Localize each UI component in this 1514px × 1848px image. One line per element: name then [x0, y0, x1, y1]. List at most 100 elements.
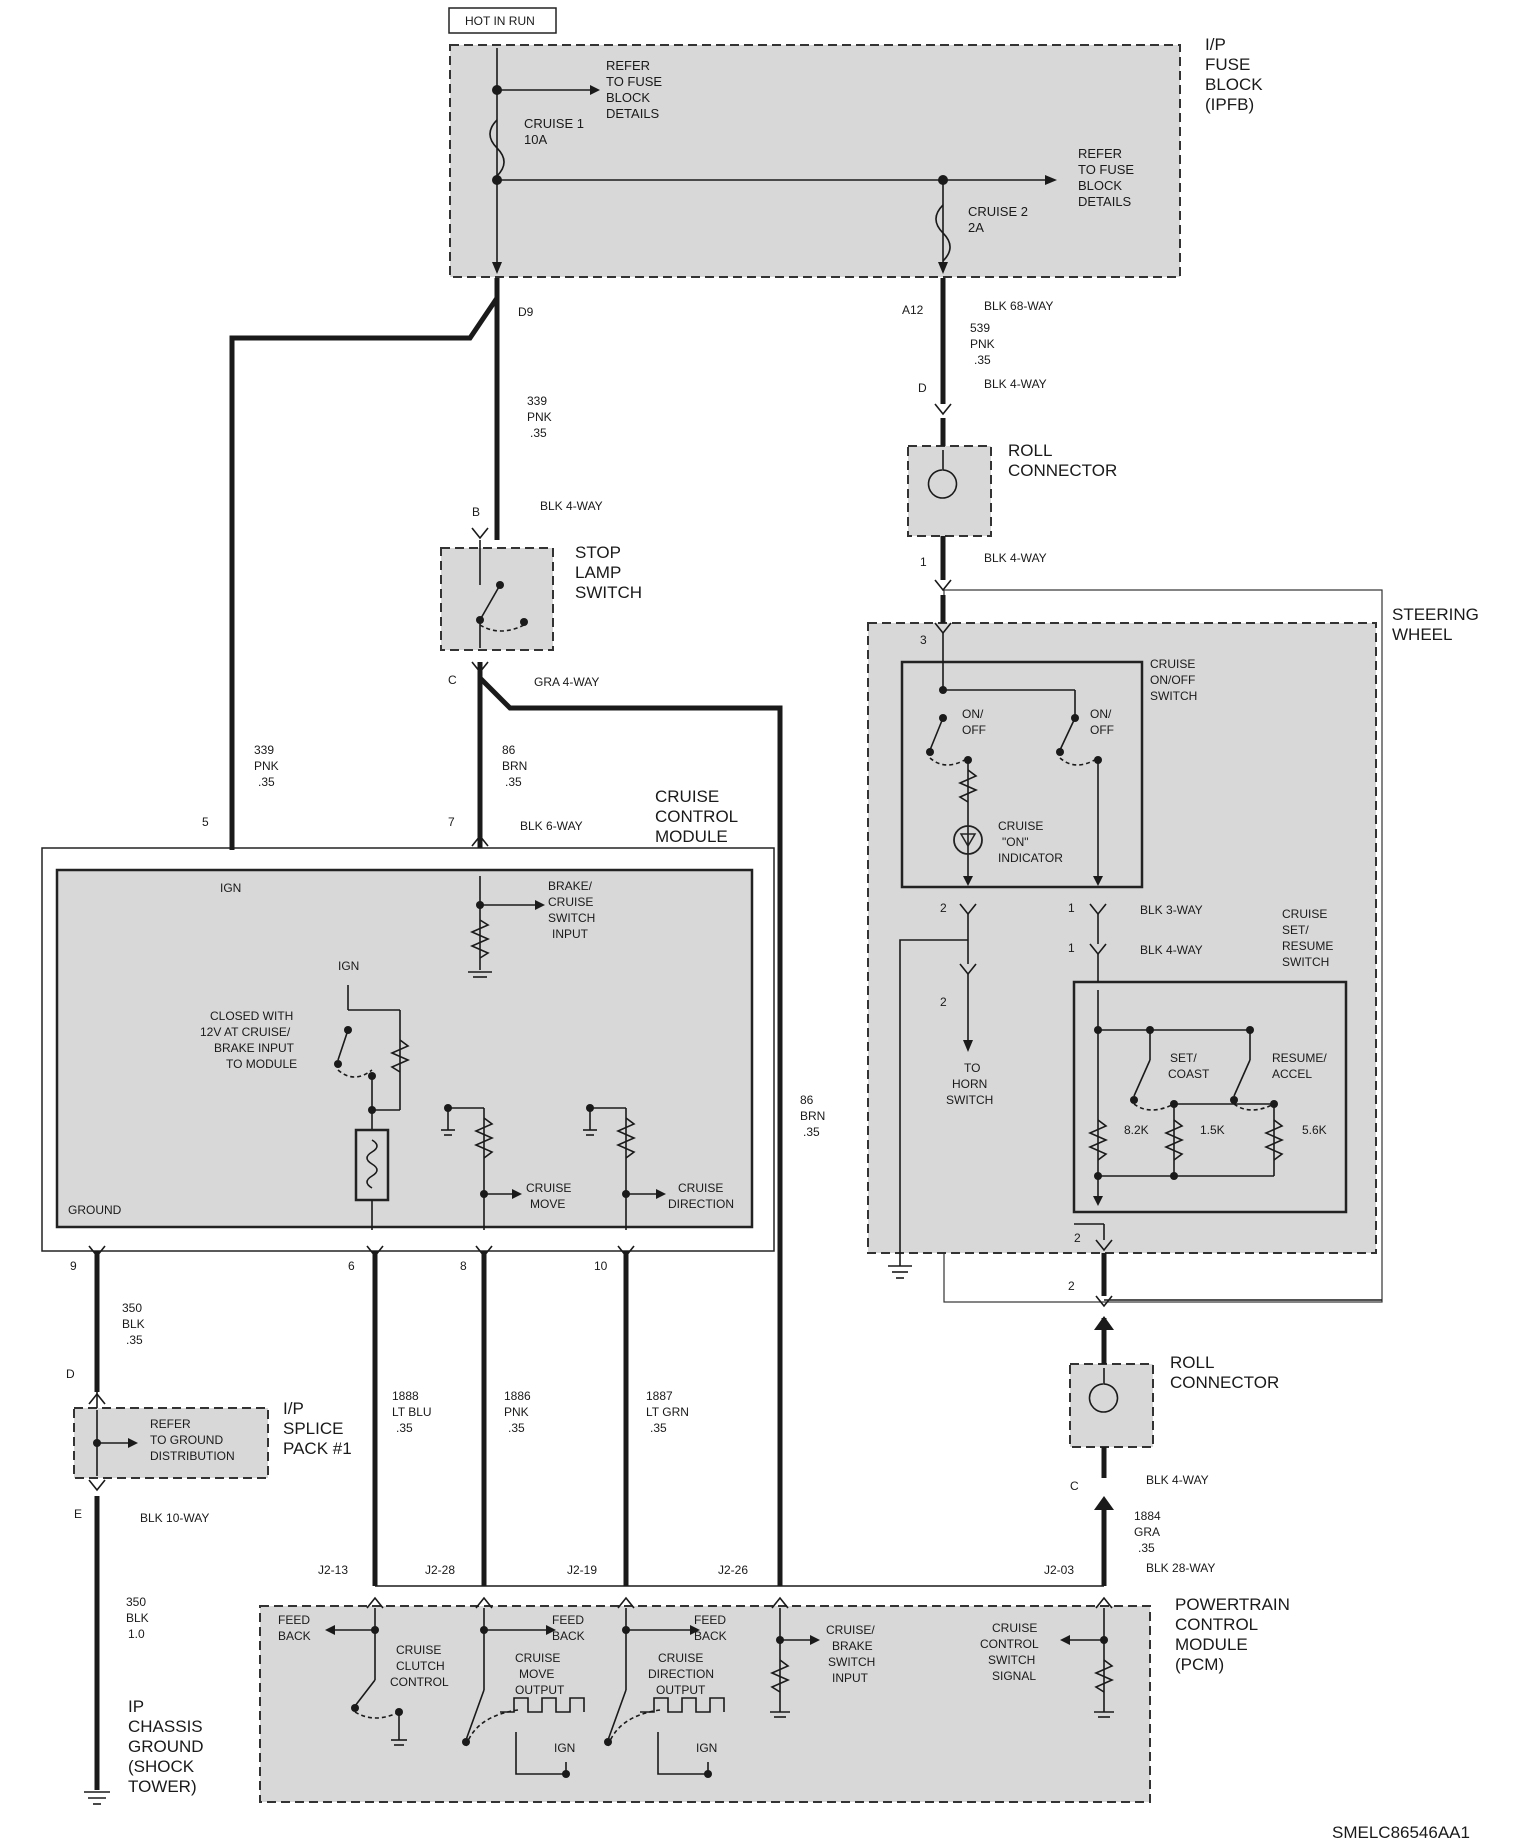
- fuse-block-internals: [489, 48, 1057, 274]
- splice-pin-e: E: [74, 1507, 82, 1521]
- hot-in-run-tag: [448, 7, 557, 34]
- pcm-pin-j2-26: J2-26: [718, 1563, 748, 1577]
- stop-conn-b: BLK 4-WAY: [540, 499, 603, 513]
- onoff-switch-box: [900, 660, 1144, 889]
- roll-top-pin-d: D: [918, 381, 927, 395]
- stop-lamp-switch-symbol: [471, 527, 528, 674]
- roll-bottom-conn: BLK 4-WAY: [1146, 1473, 1209, 1487]
- indicator-label: CRUISE"ON"INDICATOR: [998, 819, 1063, 865]
- roll-connector-top-symbol: [927, 403, 958, 592]
- pcm-pin-j2-19: J2-19: [567, 1563, 597, 1577]
- ccm-pin-10: 10: [594, 1259, 608, 1273]
- steering-wheel-box: [867, 622, 1377, 1254]
- cruise-control-module-box: [55, 868, 754, 1229]
- roll-top-pin-1: 1: [920, 555, 927, 569]
- stop-lamp-switch-box: [440, 547, 554, 651]
- stop-pin-b: B: [472, 505, 480, 519]
- roll-top-conn-d: BLK 4-WAY: [984, 377, 1047, 391]
- fuse-block-box: [449, 44, 1181, 278]
- ccm-ground: GROUND: [68, 1203, 122, 1217]
- res-82k: 8.2K: [1124, 1123, 1149, 1137]
- ccm-pin-7: 7: [448, 815, 455, 829]
- pcm-pin-j2-13: J2-13: [318, 1563, 348, 1577]
- fuse-conn-68way: BLK 68-WAY: [984, 299, 1053, 313]
- ccm-pin-8: 8: [460, 1259, 467, 1273]
- res-56k: 5.6K: [1302, 1123, 1327, 1137]
- roll-connector-bottom-symbol: [1088, 1316, 1119, 1510]
- onoff-a: ON/OFF: [962, 707, 986, 737]
- roll-bottom-pin-c: C: [1070, 1479, 1079, 1493]
- footer-code: SMELC86546AA1: [1332, 1823, 1470, 1842]
- steer-pin-2a: 2: [940, 901, 947, 915]
- steering-pin-3: 3: [920, 633, 927, 647]
- ccm-ign: IGN: [220, 881, 241, 895]
- ccm-internals: [88, 834, 666, 1258]
- roll-top-conn-1: BLK 4-WAY: [984, 551, 1047, 565]
- res-15k: 1.5K: [1200, 1123, 1225, 1137]
- steer-pin-2c: 2: [1074, 1231, 1081, 1245]
- pcm-conn: BLK 28-WAY: [1146, 1561, 1215, 1575]
- chassis-ground-icon: [84, 1791, 110, 1805]
- ccm-pin-9: 9: [70, 1259, 77, 1273]
- pcm-ign-b: IGN: [696, 1741, 717, 1755]
- pcm-ign-a: IGN: [554, 1741, 575, 1755]
- steer-conn-4way: BLK 4-WAY: [1140, 943, 1203, 957]
- set-resume-switch-box: [1072, 980, 1348, 1214]
- steer-pin-2b: 2: [940, 995, 947, 1009]
- set-coast: SET/COAST: [1168, 1051, 1210, 1081]
- pin-a12: A12: [902, 303, 924, 317]
- splice-pin-d: D: [66, 1367, 75, 1381]
- roll-connector-bottom-box: [1069, 1363, 1154, 1448]
- ccm-pin-6: 6: [348, 1259, 355, 1273]
- ccm-conn: BLK 6-WAY: [520, 819, 583, 833]
- stop-conn-c: GRA 4-WAY: [534, 675, 599, 689]
- hot-in-run-text: HOT IN RUN: [465, 14, 535, 28]
- steering-internals: [888, 622, 1382, 1308]
- pcm-internals: [325, 1596, 1114, 1778]
- steer-conn-3way: BLK 3-WAY: [1140, 903, 1203, 917]
- cruise-control-module-outline: [41, 847, 775, 1252]
- ccm-ign-2: IGN: [338, 959, 359, 973]
- steer-pin-1a: 1: [1068, 901, 1075, 915]
- pin-d9: D9: [518, 305, 534, 319]
